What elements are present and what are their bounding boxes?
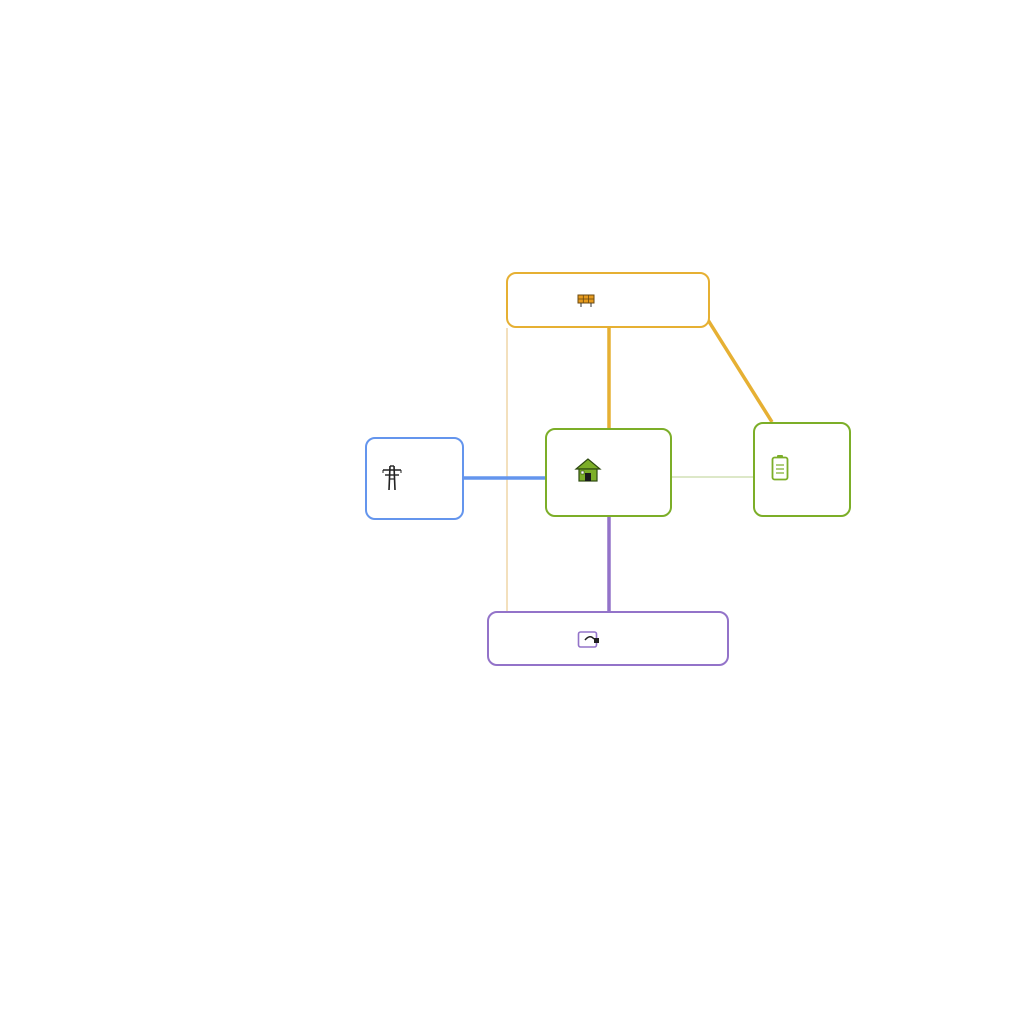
solar-node[interactable] <box>506 272 710 328</box>
flow-line-solar-battery <box>706 319 774 423</box>
house-icon <box>574 458 602 482</box>
battery-node[interactable] <box>753 422 851 517</box>
home-node[interactable] <box>545 428 672 517</box>
ev-charger-node[interactable] <box>487 611 729 666</box>
power-pylon-icon <box>382 465 402 491</box>
solar-panel-icon <box>577 294 595 307</box>
grid-node[interactable] <box>365 437 464 520</box>
battery-icon <box>771 455 789 481</box>
ev-charger-icon <box>577 631 599 648</box>
